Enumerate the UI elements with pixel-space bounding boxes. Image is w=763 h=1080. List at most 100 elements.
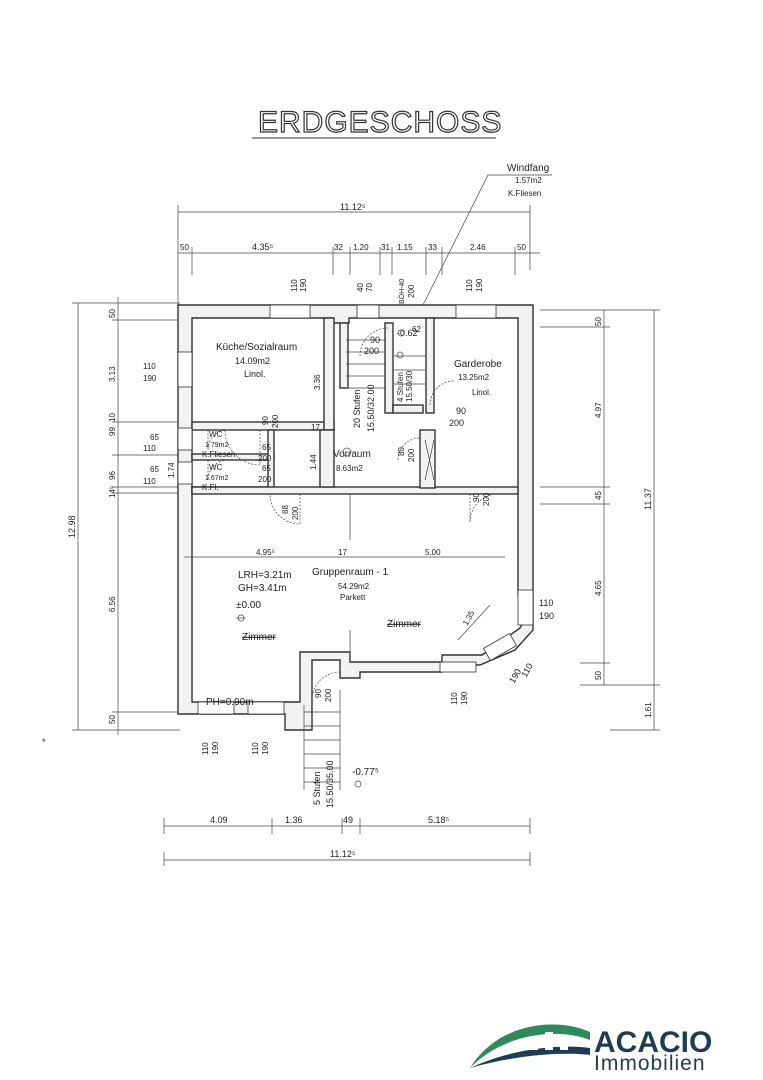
logo-subtitle: Immobilien	[594, 1052, 706, 1075]
room-zimmer-2: Zimmer	[387, 619, 422, 630]
room-vorraum-area: 8.63m2	[336, 464, 363, 473]
dim-bottom-4: 5.18⁵	[428, 815, 450, 825]
door-90-b: 200	[482, 492, 491, 506]
right-window-2a: 110	[519, 662, 535, 679]
door-entry-a: 90	[314, 689, 323, 698]
door-88-a: 88	[281, 505, 290, 514]
plan-title: ERDGESCHOSS	[258, 106, 502, 139]
level-minus: -0.77⁵	[352, 767, 379, 778]
stair-3-dims: 15.50/35.00	[325, 760, 335, 808]
room-wc2-name: WC	[209, 463, 223, 472]
room-wc2-area: 1.67m2	[205, 475, 228, 482]
windows	[177, 304, 534, 715]
left-window-labels: 110 190 65 110 65 110	[143, 362, 159, 486]
dim-right-1: 50	[594, 317, 603, 326]
dim-right-2: 4.97	[594, 402, 603, 418]
logo-name: ACACIO	[594, 1026, 712, 1059]
left-window-1b: 190	[143, 374, 157, 383]
stair-2-count: 4 Stufen	[396, 372, 405, 402]
dim-left-1: 50	[108, 309, 117, 318]
room-garderobe-floor: Linol.	[472, 388, 491, 397]
bottom-window-3a: 110	[251, 742, 260, 755]
callout-leader	[422, 174, 552, 306]
room-kueche: Küche/Sozialraum 14.09m2 Linol. 3.36	[216, 342, 322, 390]
dim-left-7: 6.56	[108, 596, 117, 612]
dim-inner-495: 4.95⁵	[256, 548, 275, 557]
dim-inner-17: 17	[338, 548, 347, 557]
door-wc1-a: 65	[262, 443, 271, 452]
left-window-3a: 65	[150, 465, 159, 474]
room-wc1-name: WC	[209, 430, 223, 439]
door-wc1-b: 200	[258, 454, 272, 463]
dim-top-7: 33	[428, 243, 437, 252]
dim-left-total: 12.98	[67, 515, 77, 538]
dim-top-5: 31	[381, 243, 390, 252]
dim-top-8: 2.46	[470, 243, 486, 252]
dim-right-total: 11.37	[643, 488, 653, 510]
dim-inner-62: 62	[412, 325, 421, 334]
bottom-window-3b: 190	[261, 741, 270, 755]
dim-inner-336: 3.36	[313, 374, 322, 390]
dim-inner-135: 1.35	[461, 609, 477, 627]
dim-top-9: 50	[517, 243, 526, 252]
left-window-2b: 110	[143, 444, 156, 453]
door-stair-b: 200	[364, 346, 379, 356]
callout-windfang: Windfang	[507, 163, 549, 174]
dim-top-6: 1.15	[397, 243, 413, 252]
dim-top-4: 1.20	[353, 243, 369, 252]
room-wc2: WC 1.67m2 K.Fl.	[202, 463, 228, 492]
dim-left-6: 14⁵	[108, 486, 117, 498]
company-logo: ACACIO Immobilien	[470, 1024, 712, 1075]
room-wc2-floor: K.Fl.	[202, 483, 218, 492]
dim-bottom-2: 1.36	[285, 815, 303, 825]
dim-left-4: 10	[108, 413, 117, 422]
stair-3-count: 5 Stufen	[312, 771, 322, 805]
callout-area: 1.57m2	[515, 176, 542, 185]
dimension-left: 12.98 50 3.13 99 10 96 14⁵ 6.56 50 1.74	[67, 297, 180, 735]
door-k-a: 90	[261, 416, 270, 425]
top-window-3b: 200	[407, 284, 416, 298]
door-k-b: 200	[271, 414, 280, 428]
door-gar-b: 200	[449, 418, 464, 428]
level-zero: ±0.00	[236, 600, 261, 611]
dimension-top: 11.12⁵ 50 4.35⁵ 32 1.20 31 1.15 33 2.46 …	[177, 202, 540, 305]
stair-1-dims: 15.50/32.00	[366, 384, 376, 432]
dim-top-1: 50	[180, 243, 189, 252]
bottom-window-2b: 190	[211, 741, 220, 755]
room-vorraum-name: Vorraum	[333, 449, 371, 460]
dim-inner-500: 5.00	[425, 548, 441, 557]
dim-right-5: 50	[594, 671, 603, 680]
stair-2-dims: 15.50/30	[405, 370, 414, 402]
top-window-4a: 110	[465, 279, 474, 292]
level-lrh: LRH=3.21m	[238, 570, 292, 581]
left-window-3b: 110	[143, 477, 156, 486]
dimension-right: 50 4.97 45 4.65 50 11.37 1.61	[540, 309, 660, 731]
doors	[207, 327, 499, 701]
dim-bottom-total: 11.12⁵	[330, 849, 356, 859]
room-garderobe-name: Garderobe	[454, 359, 502, 370]
top-window-3a: BÖH-40	[398, 279, 406, 304]
dim-right-3: 45	[594, 491, 603, 500]
door-stair-a: 90	[370, 335, 380, 345]
dim-left-8: 50	[108, 715, 117, 724]
room-garderobe: Garderobe 13.25m2 Linol.	[454, 359, 502, 397]
top-window-2b: 70	[365, 283, 374, 292]
stair-labels: 20 Stufen 15.50/32.00 4 Stufen 15.50/30 …	[312, 328, 418, 808]
dim-bottom-3: 49	[343, 815, 353, 825]
door-wc2-a: 65	[262, 464, 271, 473]
dim-inner-144: 1.44	[309, 454, 318, 470]
dim-right-4: 4.65	[594, 580, 603, 596]
room-kueche-floor: Linol.	[244, 369, 266, 379]
dim-left-2: 3.13	[108, 366, 117, 382]
level-gh: GH=3.41m	[238, 583, 287, 594]
dim-top-total: 11.12⁵	[340, 202, 366, 212]
callout-floor: K.Fliesen	[508, 189, 541, 198]
logo-swoosh-icon	[470, 1024, 590, 1068]
dim-inner-17b: 17	[311, 423, 320, 432]
door-v80-a: 80	[397, 447, 406, 456]
stairs	[303, 339, 435, 790]
bottom-window-1b: 190	[460, 691, 469, 705]
door-gar-a: 90	[456, 406, 466, 416]
top-window-2a: 40	[356, 283, 365, 292]
